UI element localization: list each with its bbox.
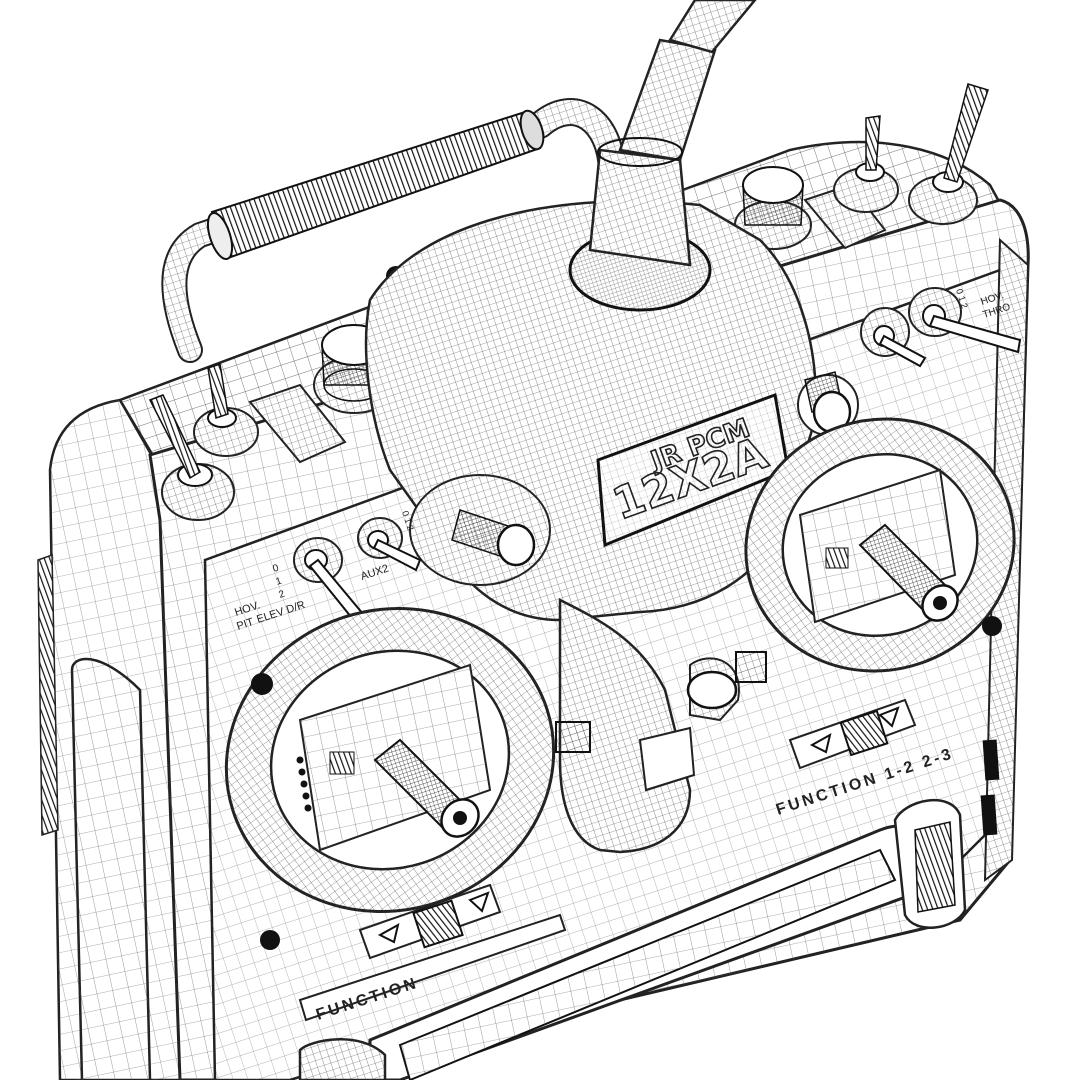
toggle-switch-top-left-1[interactable] bbox=[148, 394, 235, 521]
handle-grip bbox=[206, 109, 545, 261]
top-left-button[interactable] bbox=[248, 383, 347, 464]
trim-slider-right[interactable] bbox=[788, 698, 917, 770]
trim-slider-left[interactable] bbox=[358, 883, 502, 960]
switch-hov-pit[interactable] bbox=[293, 537, 370, 630]
switch-aux2[interactable] bbox=[357, 517, 422, 572]
svg-text:0: 0 bbox=[272, 563, 281, 575]
svg-text:2: 2 bbox=[278, 589, 287, 601]
front-screws bbox=[251, 616, 1002, 950]
control-stick-right[interactable] bbox=[858, 523, 965, 628]
svg-text:PIT: PIT bbox=[235, 616, 255, 633]
svg-text:1: 1 bbox=[275, 576, 284, 588]
center-lever[interactable] bbox=[555, 651, 767, 792]
control-stick-left[interactable] bbox=[373, 738, 486, 844]
rotary-knob-center-left[interactable] bbox=[409, 474, 551, 586]
toggle-switch-top-right-1[interactable] bbox=[833, 115, 899, 213]
switch-right-upper-1[interactable] bbox=[860, 307, 927, 368]
rotary-knob-center-right[interactable] bbox=[797, 371, 859, 436]
toggle-switch-top-left-2[interactable] bbox=[193, 363, 259, 457]
lower-handle-frame bbox=[298, 798, 967, 1080]
toggle-switch-top-right-2[interactable] bbox=[908, 83, 989, 225]
switch-hov-thro[interactable] bbox=[908, 287, 1022, 354]
antenna bbox=[568, 0, 757, 312]
